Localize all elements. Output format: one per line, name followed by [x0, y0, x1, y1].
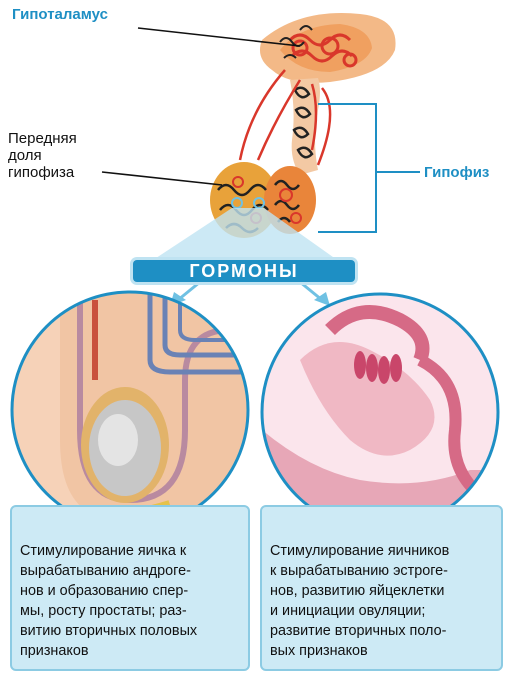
ovary-effects-line: Стимулирование яичников	[270, 541, 495, 561]
testis-effects-line: признаков	[20, 641, 242, 661]
anterior-lobe-label: Передняя доля гипофиза	[8, 130, 118, 181]
anterior-lobe-label-line: Передняя	[8, 130, 118, 147]
testis-effects-line: вырабатыванию андроге-	[20, 561, 242, 581]
pituitary-bracket	[318, 104, 376, 232]
anterior-lobe-label-line: доля	[8, 147, 118, 164]
anterior-lobe-label-line: гипофиза	[8, 164, 118, 181]
anterior-lobe-pointer	[102, 172, 222, 185]
testis-effects-box: Стимулирование яичка к вырабатыванию анд…	[10, 505, 250, 671]
testis-effects-line: Стимулирование яичка к	[20, 541, 242, 561]
hormone-arrows	[178, 282, 322, 300]
testis-effects-line: витию вторичных половых	[20, 621, 242, 641]
testis-effects-line: мы, росту простаты; раз-	[20, 601, 242, 621]
pituitary-label: Гипофиз	[424, 164, 489, 181]
pituitary-stalk	[240, 70, 330, 175]
ovary-effects-line: к вырабатыванию эстроге-	[270, 561, 495, 581]
ovary-effects-box: Стимулирование яичников к вырабатыванию …	[260, 505, 503, 671]
ovary-effects-line: вых признаков	[270, 641, 495, 661]
hormones-banner: ГОРМОНЫ	[133, 260, 355, 282]
ovary-effects-line: и инициации овуляции;	[270, 601, 495, 621]
testis-effects-line: нов и образованию спер-	[20, 581, 242, 601]
hypothalamus-illustration	[260, 13, 396, 83]
ovary-effects-line: нов, развитию яйцеклетки	[270, 581, 495, 601]
hypothalamus-label: Гипоталамус	[12, 6, 108, 23]
ovary-effects-line: развитие вторичных поло-	[270, 621, 495, 641]
